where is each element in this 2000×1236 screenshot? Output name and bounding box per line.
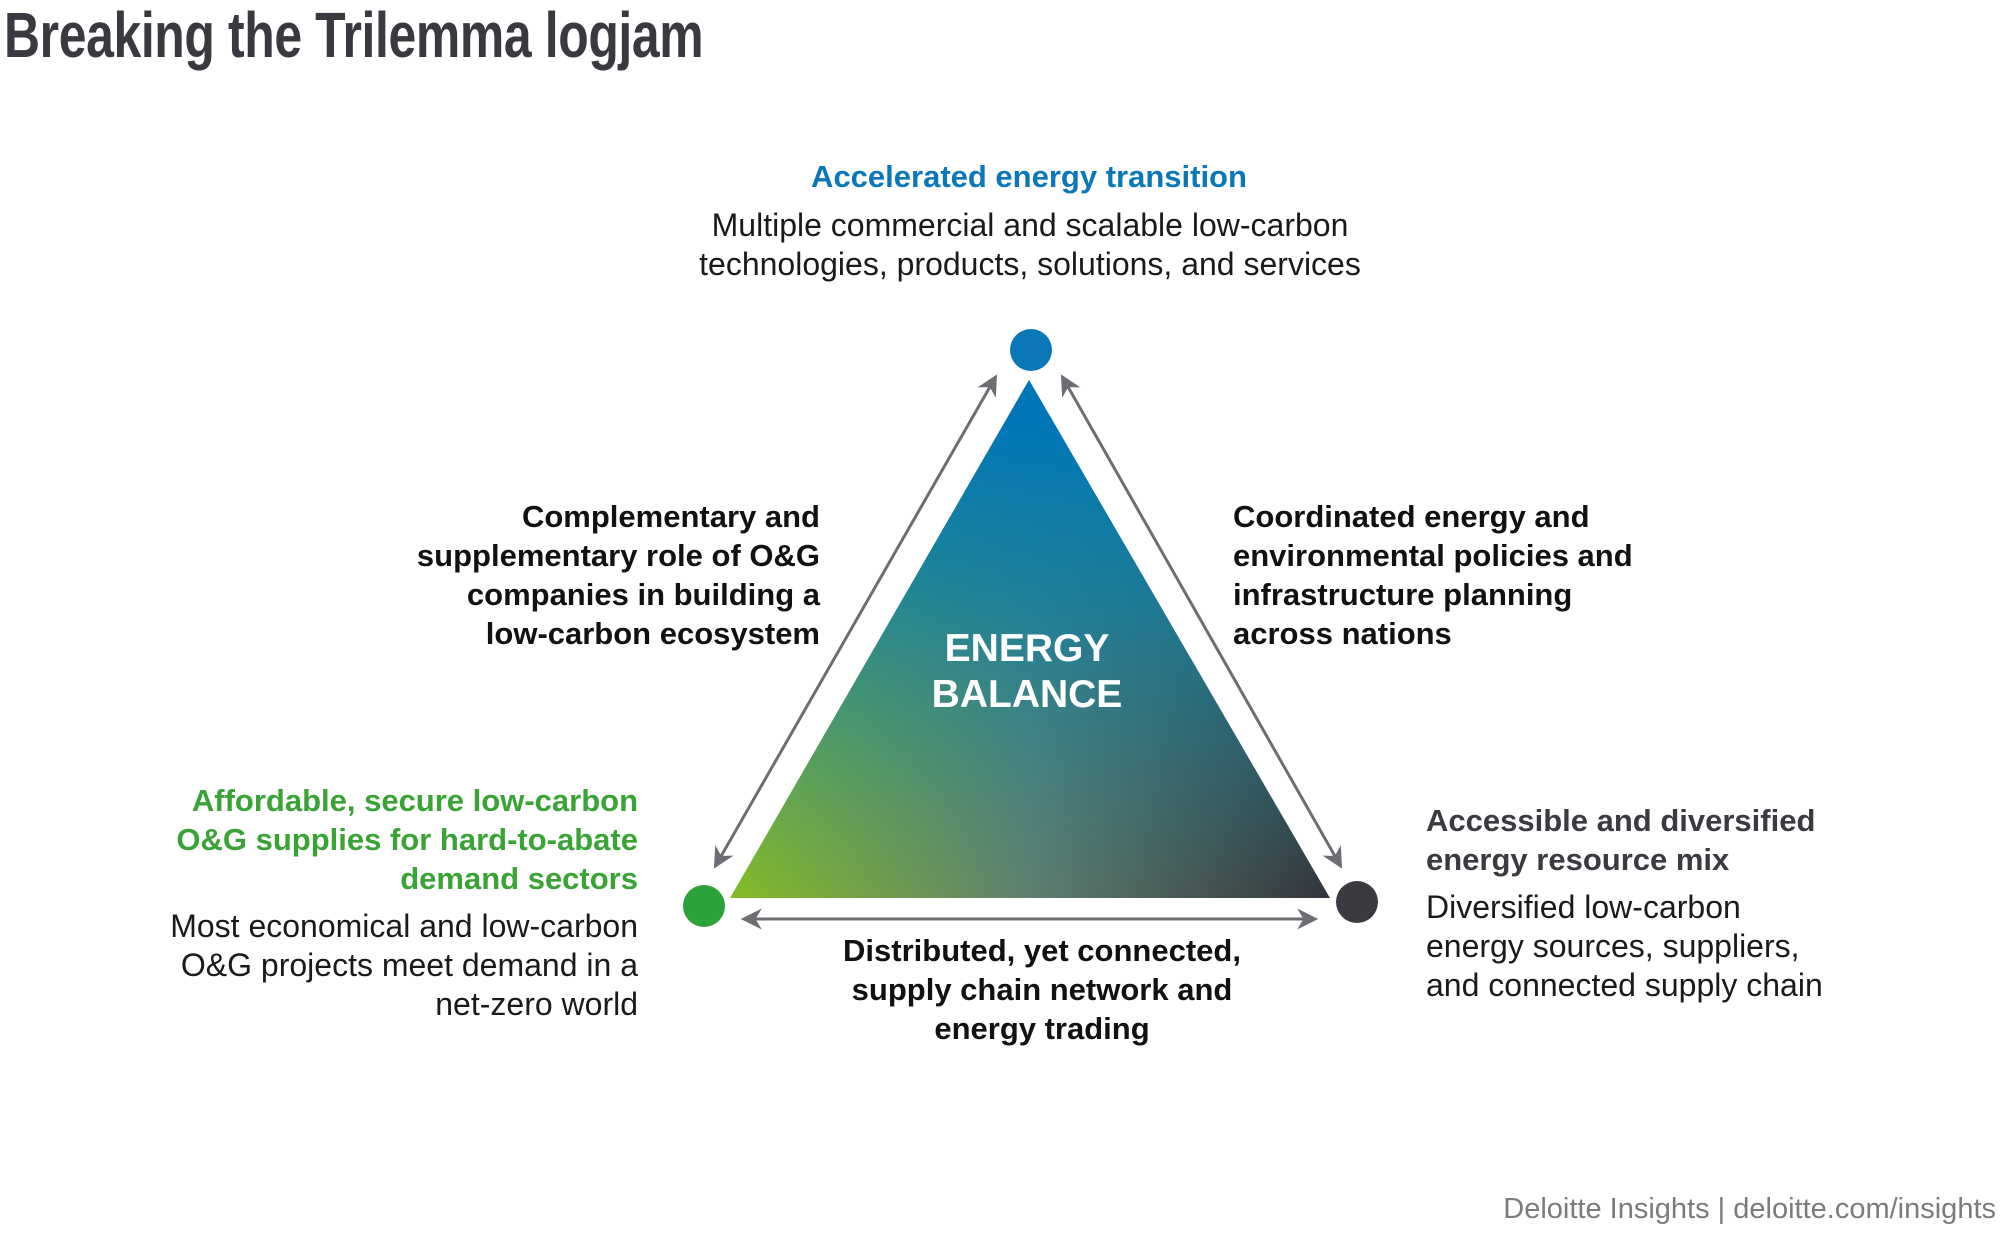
right-node-description-line: and connected supply chain (1426, 967, 1823, 1003)
top-node-description-line: Multiple commercial and scalable low-car… (711, 207, 1349, 243)
center-label-line: ENERGY (944, 627, 1110, 670)
left-node-description-line: net-zero world (435, 986, 638, 1022)
right-edge-label-line: infrastructure planning (1233, 577, 1573, 612)
top-node-heading: Accelerated energy transition (811, 159, 1247, 194)
left-node-heading-line: O&G supplies for hard-to-abate (176, 822, 638, 857)
right-edge-label-line: environmental policies and (1233, 538, 1633, 573)
left-edge-label-line: supplementary role of O&G (416, 538, 820, 573)
left-edge-label-line: Complementary and (521, 499, 820, 534)
top-node-description-line: technologies, products, solutions, and s… (699, 246, 1361, 282)
page-title: Breaking the Trilemma logjam (4, 0, 704, 71)
right-node-heading-line: Accessible and diversified (1426, 803, 1816, 838)
right-node-description-line: energy sources, suppliers, (1426, 928, 1800, 964)
left-node-heading-line: demand sectors (400, 861, 638, 896)
left-edge-arrow (713, 374, 998, 869)
bottom-edge-label-line: supply chain network and (851, 972, 1233, 1007)
right-edge-arrow (1060, 374, 1343, 869)
right-edge-label-line: Coordinated energy and (1233, 499, 1590, 534)
left-node-description-line: Most economical and low-carbon (170, 908, 638, 944)
center-label-line: BALANCE (931, 673, 1123, 716)
left-node-dot (683, 885, 725, 927)
bottom-edge-label-line: Distributed, yet connected, (843, 933, 1241, 968)
left-node-heading-line: Affordable, secure low-carbon (191, 783, 638, 818)
right-node-description-line: Diversified low-carbon (1426, 889, 1741, 925)
top-node-dot (1010, 329, 1052, 371)
right-node-dot (1336, 881, 1378, 923)
footer-source: Deloitte Insights | deloitte.com/insight… (1503, 1193, 1996, 1225)
right-edge-label-line: across nations (1233, 616, 1452, 651)
left-node-description-line: O&G projects meet demand in a (180, 947, 638, 983)
right-node-heading-line: energy resource mix (1426, 842, 1730, 877)
left-edge-label-line: companies in building a (466, 577, 820, 612)
left-edge-label-line: low-carbon ecosystem (485, 616, 820, 651)
bottom-edge-label-line: energy trading (934, 1011, 1150, 1046)
